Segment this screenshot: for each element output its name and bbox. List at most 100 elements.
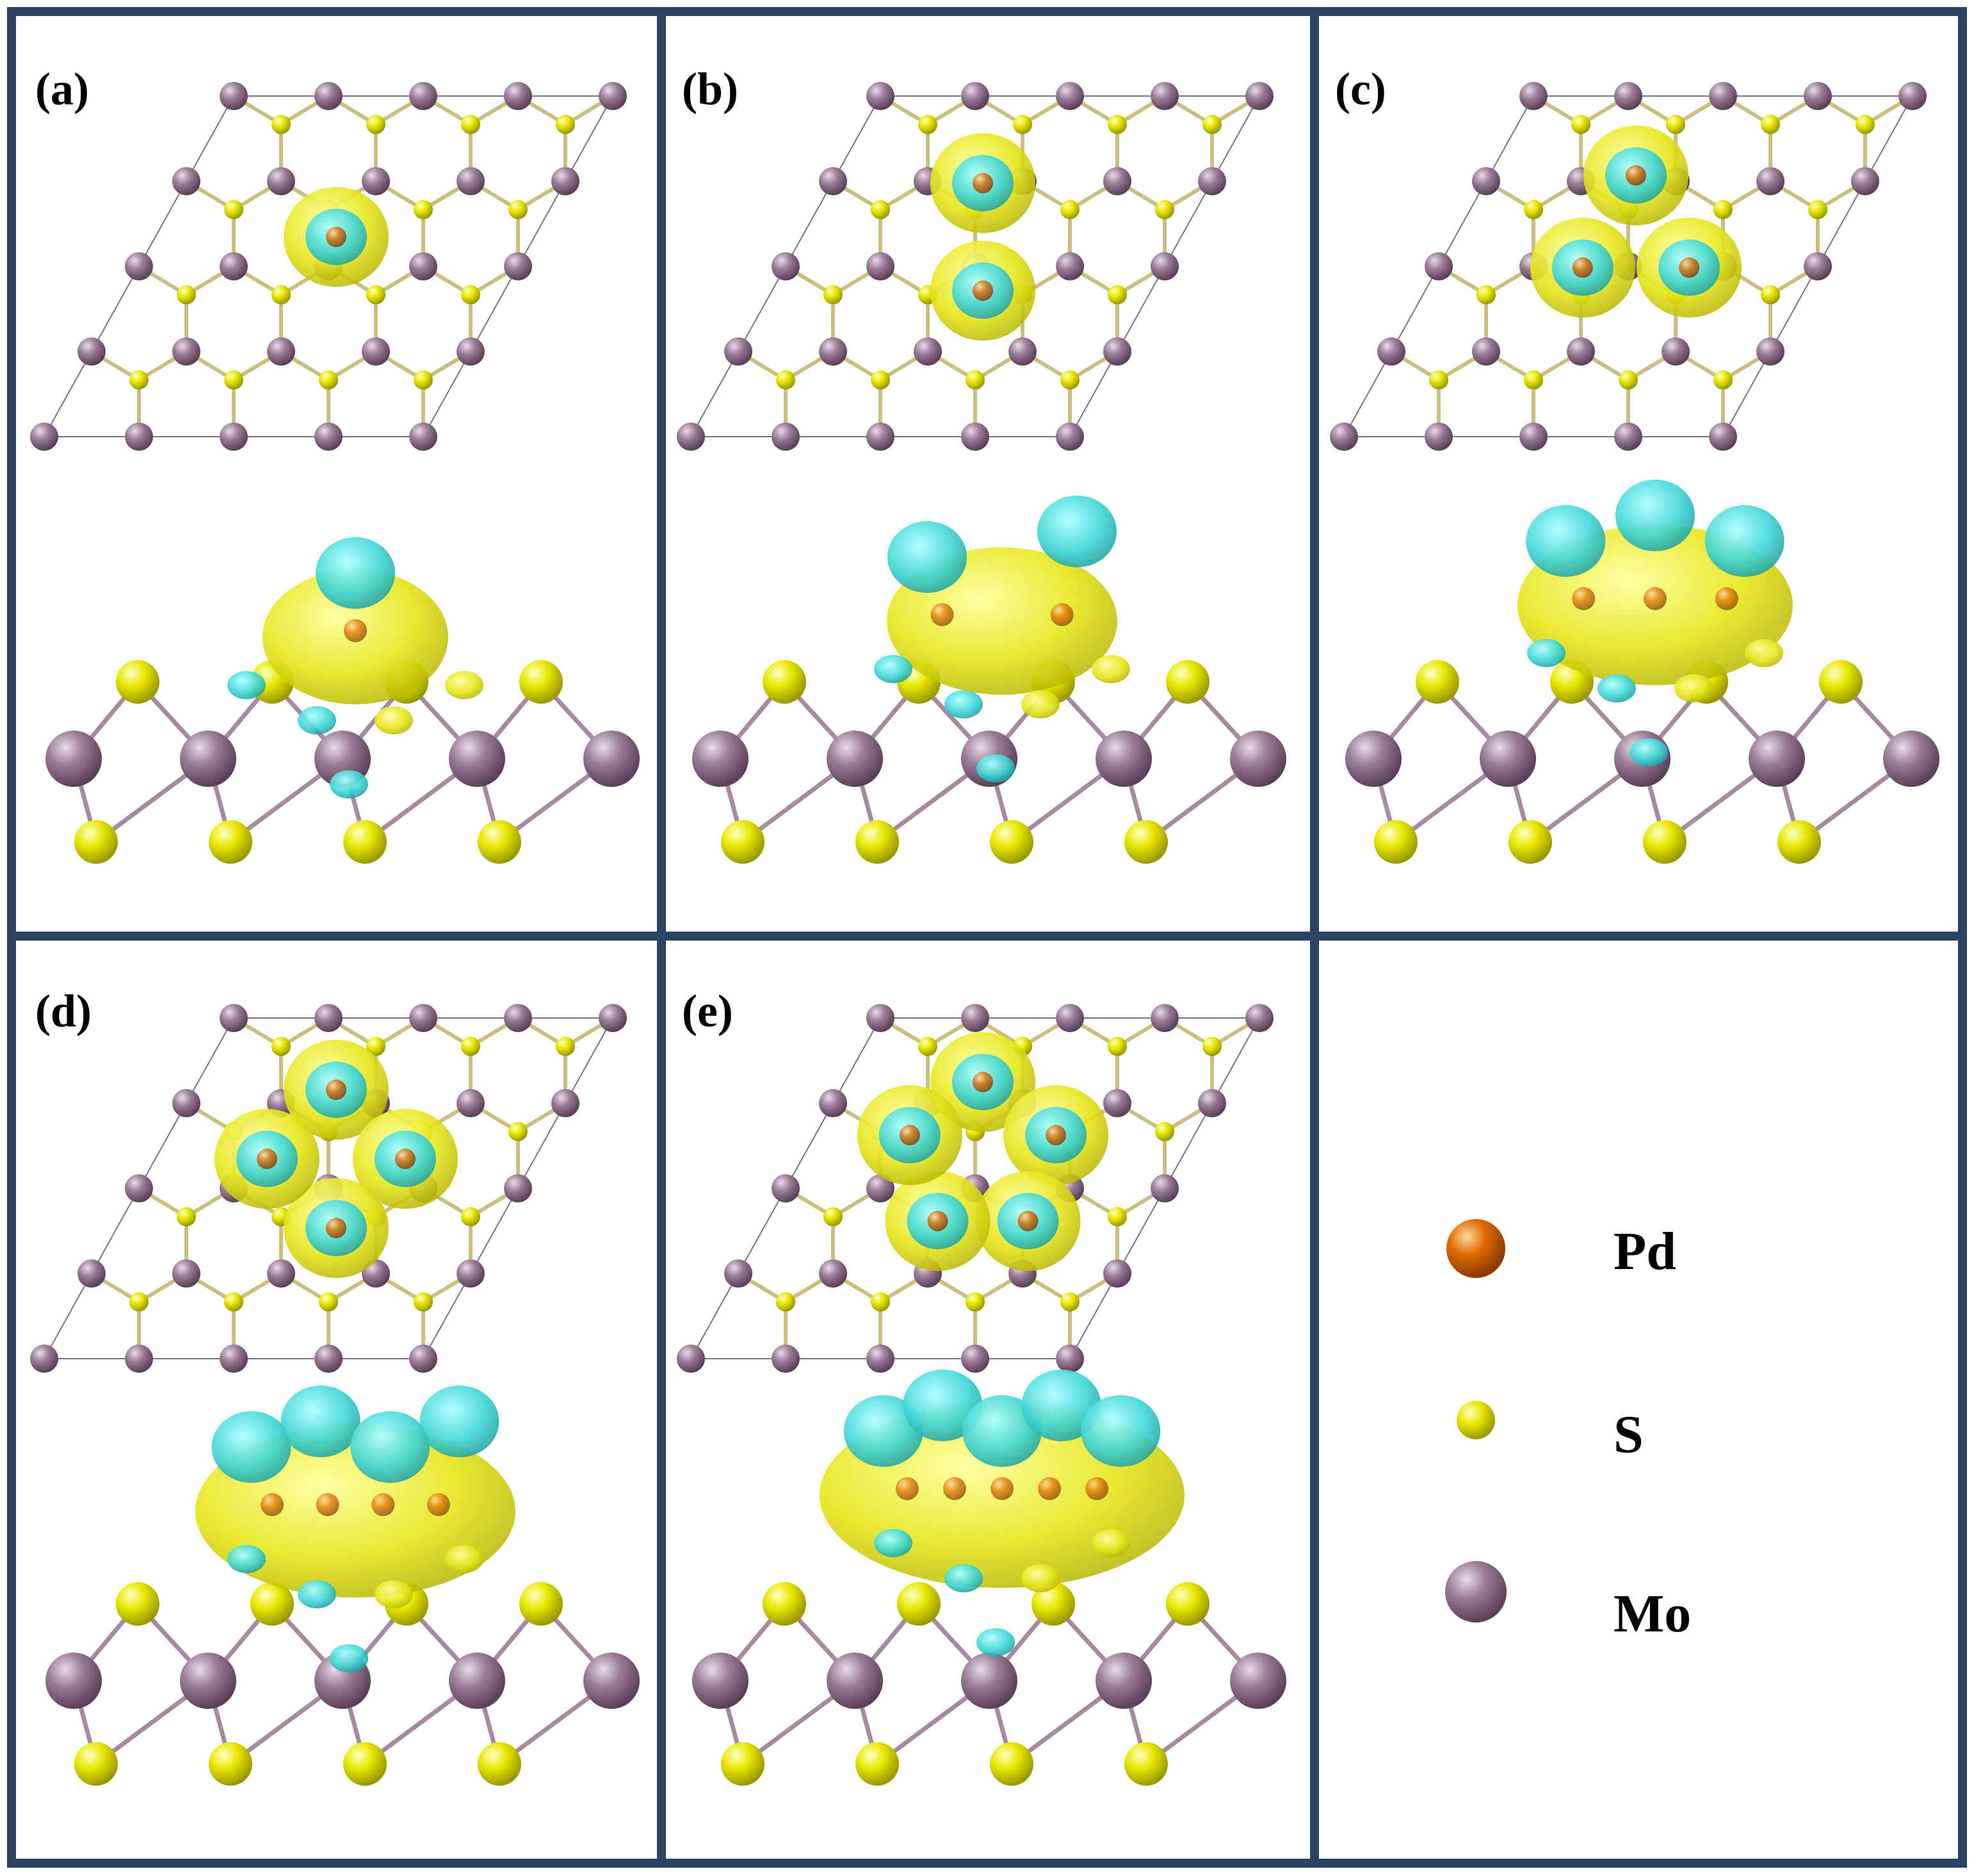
s-atom xyxy=(366,1037,385,1056)
s-atom xyxy=(1155,1122,1174,1142)
pd-atom xyxy=(973,173,993,193)
mo-atom xyxy=(314,1004,343,1032)
side-view xyxy=(692,1370,1286,1786)
mo-atom xyxy=(827,1653,883,1709)
mo-atom xyxy=(504,1174,532,1202)
mo-atom xyxy=(267,167,295,195)
pd-atom xyxy=(1572,587,1596,610)
mo-atom xyxy=(1756,167,1784,195)
mo-atom xyxy=(1804,82,1832,110)
mo-atom xyxy=(1883,731,1939,787)
mo-atom xyxy=(180,731,236,787)
mo-atom xyxy=(457,167,485,195)
s-atom xyxy=(177,1207,196,1227)
top-charge-density xyxy=(857,1032,1109,1272)
s-atom xyxy=(556,1037,575,1056)
mo-atom xyxy=(172,337,200,366)
density-lobe-small xyxy=(944,690,983,718)
mo-atom xyxy=(1472,337,1500,366)
s-atom xyxy=(990,1742,1033,1786)
s-atom xyxy=(556,115,575,134)
side-view xyxy=(45,537,640,864)
pd-atom xyxy=(1046,1124,1067,1145)
mo-atom xyxy=(1056,1345,1084,1373)
s-atom xyxy=(271,115,291,134)
mo-atom xyxy=(1756,337,1784,366)
mo-atom xyxy=(77,337,106,366)
pd-atom xyxy=(1679,257,1700,278)
s-atom xyxy=(319,1292,338,1312)
s-atom xyxy=(519,1582,563,1626)
s-atom xyxy=(871,370,890,390)
panel-e: (e) xyxy=(677,985,1286,1786)
mo-atom xyxy=(1151,252,1179,280)
density-lobe-cyan xyxy=(843,1395,923,1467)
density-lobe-small xyxy=(874,655,912,683)
mo-atom xyxy=(1245,82,1274,110)
s-atom xyxy=(1013,115,1032,134)
panel-label: (b) xyxy=(682,63,738,115)
top-charge-density xyxy=(214,1040,458,1278)
density-lobe-small xyxy=(1092,655,1130,683)
density-lobe-small xyxy=(944,1564,983,1592)
pd-atom xyxy=(326,1080,346,1100)
density-lobe-cyan xyxy=(1526,505,1606,577)
s-atom xyxy=(1819,660,1863,704)
s-atom xyxy=(224,200,243,220)
s-atom xyxy=(1713,200,1733,220)
mo-atom xyxy=(409,423,437,451)
s-atom xyxy=(1524,200,1543,220)
s-atom xyxy=(990,820,1033,864)
mo-atom xyxy=(1709,423,1737,451)
s-atom xyxy=(1619,370,1638,390)
s-atom xyxy=(74,1742,118,1786)
mo-atom xyxy=(583,1653,640,1709)
s-atom xyxy=(1571,115,1590,134)
mo-atom xyxy=(1519,82,1548,110)
top-charge-density xyxy=(930,133,1035,341)
mo-atom xyxy=(1614,82,1642,110)
mo-atom xyxy=(30,423,58,451)
mo-atom xyxy=(449,1653,505,1709)
mo-atom xyxy=(819,1259,847,1288)
density-lobe-small xyxy=(227,671,266,699)
density-lobe-small xyxy=(1527,639,1565,667)
pd-atom xyxy=(899,1124,920,1145)
pd-atom xyxy=(1626,165,1646,186)
density-lobe-cyan xyxy=(280,1386,360,1457)
mo-atom xyxy=(1709,82,1737,110)
mo-atom xyxy=(362,167,390,195)
legend-label-pd: Pd xyxy=(1614,1222,1676,1281)
s-atom xyxy=(1856,115,1875,134)
panel-d: (d) xyxy=(30,985,640,1786)
s-atom xyxy=(871,200,890,220)
legend-label-mo: Mo xyxy=(1614,1584,1691,1644)
mo-atom xyxy=(1804,252,1832,280)
pd-atom xyxy=(991,1477,1014,1500)
pd-atom xyxy=(1572,257,1593,278)
pd-atom xyxy=(973,1072,993,1092)
panel-a: (a) xyxy=(30,63,640,864)
mo-atom xyxy=(504,252,532,280)
s-atom xyxy=(414,1292,433,1312)
density-lobe-cyan xyxy=(887,521,967,593)
pd-atom xyxy=(973,280,993,301)
mo-atom xyxy=(1898,82,1927,110)
side-atoms xyxy=(692,1582,1286,1786)
s-atom xyxy=(1374,820,1418,864)
mo-atom xyxy=(1519,423,1548,451)
mo-atom xyxy=(866,1174,894,1202)
mo-atom xyxy=(125,1174,153,1202)
s-atom xyxy=(855,1742,899,1786)
mo-atom xyxy=(1480,731,1536,787)
mo-atom xyxy=(772,252,800,280)
s-atom xyxy=(319,370,338,390)
density-lobe-cyan xyxy=(1704,505,1784,577)
mo-atom xyxy=(583,731,640,787)
s-atom xyxy=(1108,1207,1127,1227)
mo-atom xyxy=(409,1004,437,1032)
density-lobe-small xyxy=(445,1545,483,1573)
mo-atom xyxy=(1056,423,1084,451)
mo-atom xyxy=(724,1259,752,1288)
s-atom xyxy=(1713,370,1733,390)
